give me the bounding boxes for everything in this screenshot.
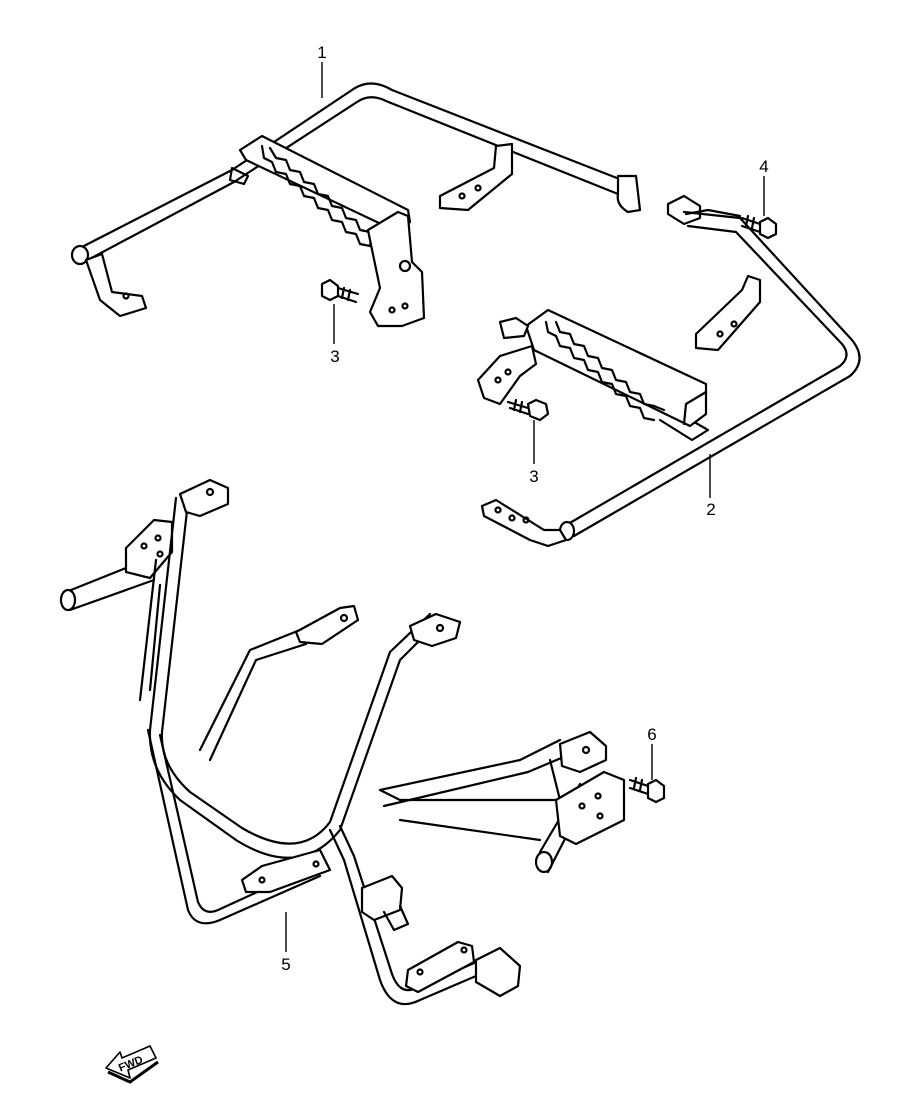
- callout-4: 4: [759, 157, 768, 176]
- bolt-4: [740, 214, 778, 240]
- callout-1: 1: [317, 43, 326, 62]
- footrest-bar-right: [476, 194, 861, 548]
- fwd-arrow-icon: FWD: [105, 1045, 159, 1084]
- footrest-bar-left: [70, 82, 642, 328]
- bolt-3-lower: [506, 398, 550, 422]
- callout-6: 6: [647, 725, 656, 744]
- bolt-3-upper: [320, 278, 360, 304]
- callout-3-lower: 3: [529, 467, 538, 486]
- callout-2: 2: [706, 500, 715, 519]
- callout-3-upper: 3: [330, 347, 339, 366]
- callout-5: 5: [281, 955, 290, 974]
- front-guard: [59, 478, 626, 1006]
- bolt-6: [628, 776, 666, 804]
- leader-lines: [285, 62, 765, 952]
